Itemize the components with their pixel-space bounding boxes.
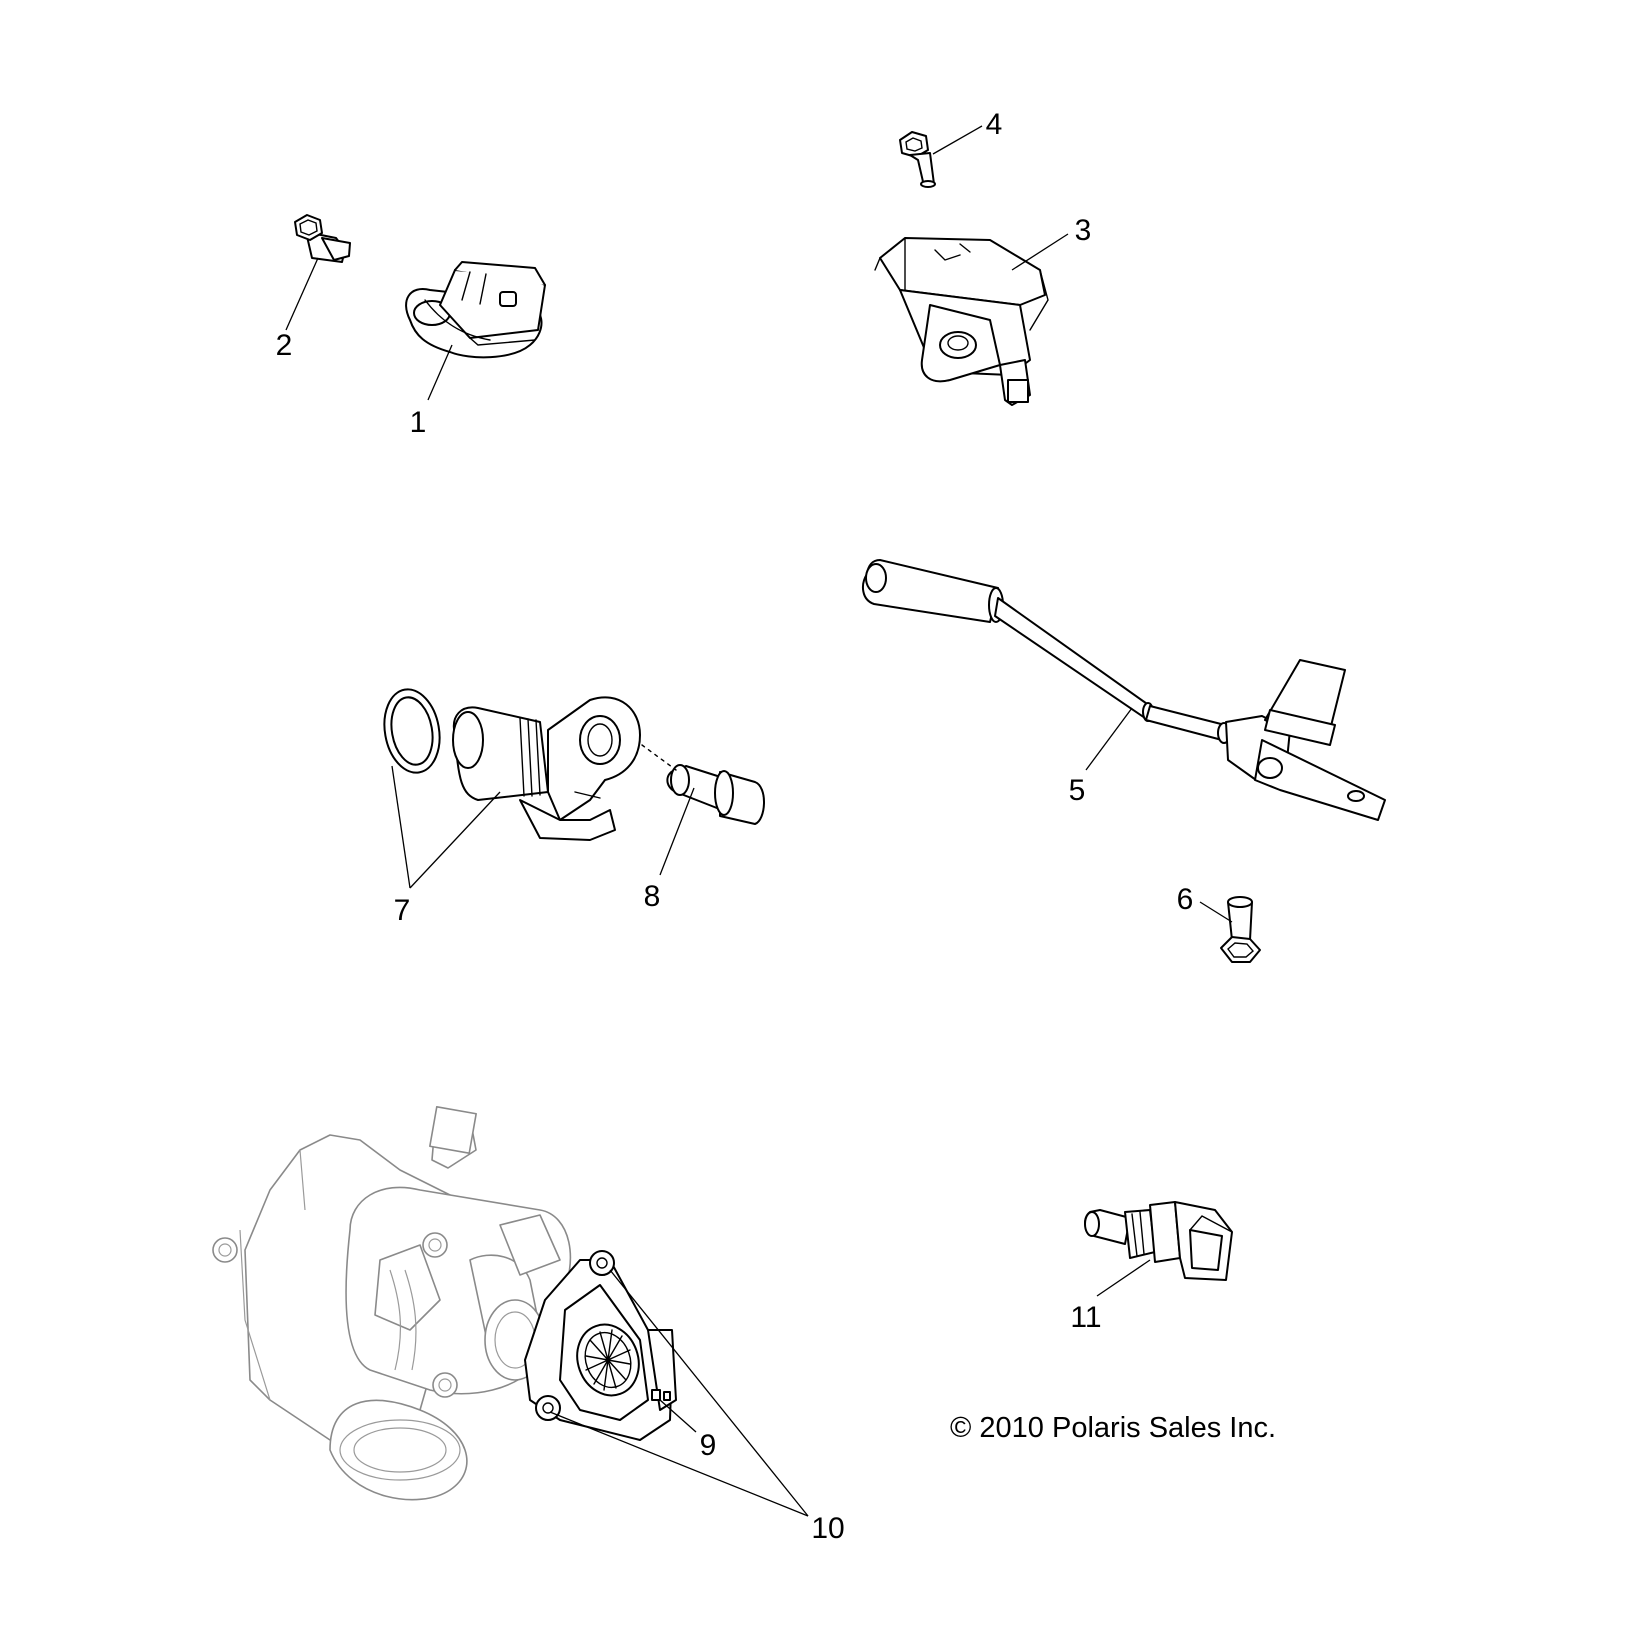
callout-10: 10 <box>811 1512 844 1545</box>
callout-2: 2 <box>276 329 293 362</box>
copyright-notice: © 2010 Polaris Sales Inc. <box>950 1412 1276 1444</box>
callout-1: 1 <box>410 406 427 439</box>
part-9-tps-sensor <box>524 1250 677 1441</box>
callout-3: 3 <box>1075 214 1092 247</box>
callout-7: 7 <box>394 894 411 927</box>
part-4-bolt <box>899 131 936 188</box>
throttle-body-ghost <box>212 1106 572 1501</box>
part-8-bushing <box>641 744 765 825</box>
callout-9: 9 <box>700 1429 717 1462</box>
part-11-temp-sensor <box>1084 1201 1233 1281</box>
part-2-bolt <box>294 214 351 263</box>
part-3-map-sensor <box>874 237 1049 406</box>
callout-8: 8 <box>644 880 661 913</box>
part-5-speed-sensor <box>861 559 1386 821</box>
part-7-sensor-oring <box>383 688 641 841</box>
part-6-bolt <box>1220 896 1261 963</box>
callout-labels: 1 2 3 4 5 6 7 8 9 10 11 <box>276 108 1194 1545</box>
part-1-sensor <box>405 261 546 359</box>
callout-4: 4 <box>986 108 1003 141</box>
callout-5: 5 <box>1069 774 1086 807</box>
callout-11: 11 <box>1070 1301 1101 1334</box>
callout-6: 6 <box>1177 883 1194 916</box>
leader-lines <box>285 125 1233 1517</box>
